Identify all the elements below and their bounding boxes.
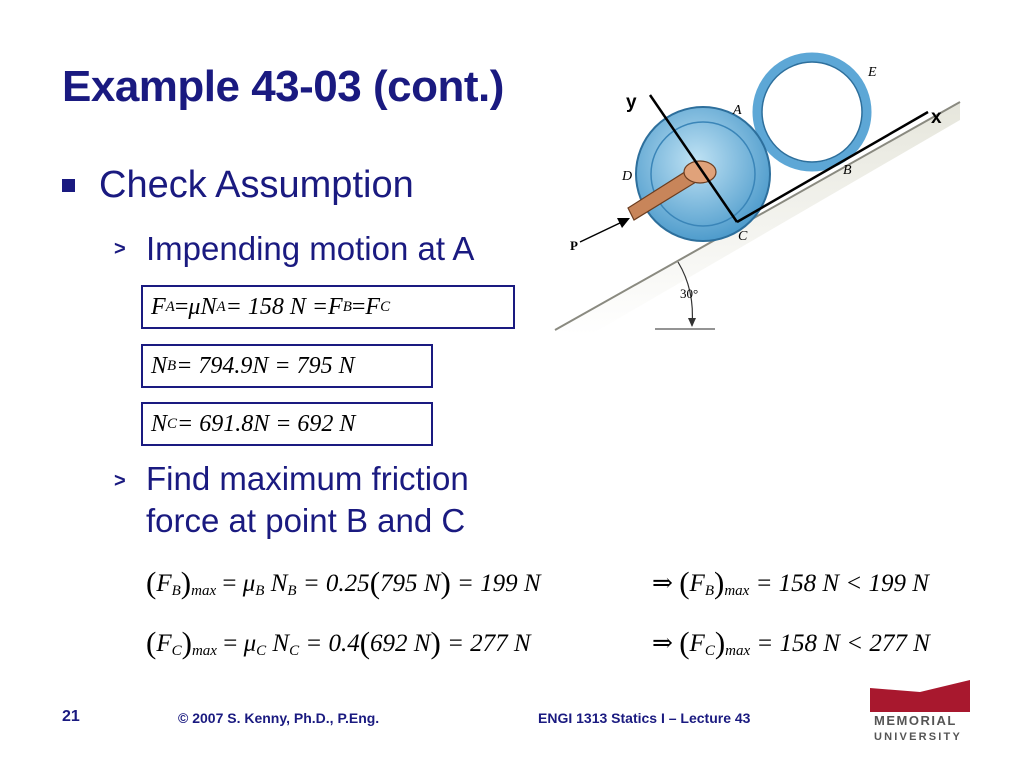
eq-mu: μ — [242, 570, 256, 597]
equation-row-c: (FC)max = μC NC = 0.4(692 N) = 277 N — [146, 625, 531, 660]
eq-f: F — [156, 630, 172, 657]
axis-y-line — [648, 94, 739, 223]
eq-equals: = — [216, 630, 244, 657]
memorial-university-logo: MEMORIAL UNIVERSITY — [870, 680, 970, 743]
eq-result: = 277 N — [440, 630, 531, 657]
eq-equals-2: = — [351, 293, 366, 320]
label-p: P — [570, 238, 578, 253]
angle-arrow-icon — [688, 318, 696, 327]
sub-bullet-impending: Impending motion at A — [146, 230, 475, 267]
eq-value: = 158 N = — [225, 293, 329, 320]
eq-n-sub: B — [287, 583, 297, 599]
eq-f2-sub: B — [704, 583, 714, 599]
eq-fb: F — [328, 293, 343, 320]
eq-nc-sub: C — [167, 415, 178, 432]
eq-f-sub: C — [171, 643, 182, 659]
incline-edge — [554, 101, 961, 331]
sub-bullet-find-max: Find maximum friction force at point B a… — [146, 458, 469, 542]
chevron-right-icon: > — [114, 470, 126, 492]
eq-result: = 199 N — [450, 570, 541, 597]
eq-f2-sub: C — [704, 643, 715, 659]
footer-course: ENGI 1313 Statics I – Lecture 43 — [538, 710, 751, 726]
eq-max: max — [191, 643, 217, 659]
implies-icon: ⇒ — [652, 630, 673, 657]
eq-na-sub: A — [216, 298, 226, 315]
label-c: C — [738, 229, 748, 244]
label-a: A — [732, 103, 742, 118]
sub-bullet-line-1: Find maximum friction — [146, 460, 469, 497]
chevron-right-icon: > — [114, 238, 126, 260]
eq-n: N — [266, 630, 290, 657]
angle-label: 30° — [680, 286, 698, 301]
axis-x-line — [736, 110, 929, 224]
square-bullet-icon — [62, 179, 75, 192]
eq-coef: = 0.4 — [299, 630, 360, 657]
eq-max2: max — [725, 643, 751, 659]
label-d: D — [621, 169, 632, 184]
eq-mu: μ — [188, 293, 201, 320]
implies-icon: ⇒ — [652, 570, 673, 597]
ring-e — [752, 52, 872, 172]
logo-line-1: MEMORIAL — [874, 713, 957, 728]
equation-row-b: (FB)max = μB NB = 0.25(795 N) = 199 N — [146, 565, 541, 600]
sub-bullet-line-2: force at point B and C — [146, 502, 466, 539]
footer-copyright: © 2007 S. Kenny, Ph.D., P.Eng. — [178, 710, 380, 726]
eq-na: N — [200, 293, 217, 320]
logo-line-2: UNIVERSITY — [874, 731, 962, 743]
bullet-text: Check Assumption — [99, 164, 414, 206]
eq-fc-sub: C — [380, 298, 391, 315]
eq-equals: = — [174, 293, 189, 320]
eq-coef: = 0.25 — [296, 570, 370, 597]
eq-fa-sub: A — [165, 298, 175, 315]
eq-max2: max — [724, 583, 750, 599]
axis-x-label: x — [931, 107, 942, 128]
eq-f2: F — [689, 570, 705, 597]
label-e: E — [867, 65, 877, 80]
eq-nc-value: = 691.8N = 692 N — [177, 410, 356, 437]
label-b: B — [843, 163, 852, 178]
arrowhead-icon — [617, 218, 630, 228]
eq-f-sub: B — [171, 583, 181, 599]
force-p-arrow — [579, 221, 623, 243]
eq-equals: = — [216, 570, 243, 597]
slide-title: Example 43-03 (cont.) — [62, 62, 504, 111]
eq-n-sub: C — [289, 643, 300, 659]
eq-nb: N — [151, 352, 168, 379]
eq-f: F — [156, 570, 172, 597]
eq-nc: N — [151, 410, 168, 437]
eq-val: 692 N — [370, 630, 431, 657]
incline-figure: y x A B C D E P 30° — [554, 52, 961, 335]
eq-mu-sub: C — [256, 643, 267, 659]
equation-row-c-check: ⇒ (FC)max = 158 N < 277 N — [652, 625, 930, 660]
eq-n: N — [264, 570, 288, 597]
axis-y-label: y — [626, 92, 637, 113]
eq-compare: = 158 N < 199 N — [749, 570, 929, 597]
eq-fb-sub: B — [342, 298, 352, 315]
eq-nb-sub: B — [167, 357, 177, 374]
eq-f2: F — [689, 630, 705, 657]
eq-nb-value: = 794.9N = 795 N — [176, 352, 355, 379]
eq-compare: = 158 N < 277 N — [750, 630, 930, 657]
incline-surface — [555, 102, 960, 335]
bullet-check-assumption: Check Assumption — [62, 164, 414, 207]
eq-fa: F — [151, 293, 166, 320]
page-number: 21 — [62, 708, 80, 725]
equation-row-b-check: ⇒ (FB)max = 158 N < 199 N — [652, 565, 929, 600]
eq-mu-sub: B — [255, 583, 265, 599]
eq-fc: F — [365, 293, 381, 320]
eq-mu: μ — [243, 630, 257, 657]
eq-val: 795 N — [380, 570, 441, 597]
eq-max: max — [191, 583, 217, 599]
